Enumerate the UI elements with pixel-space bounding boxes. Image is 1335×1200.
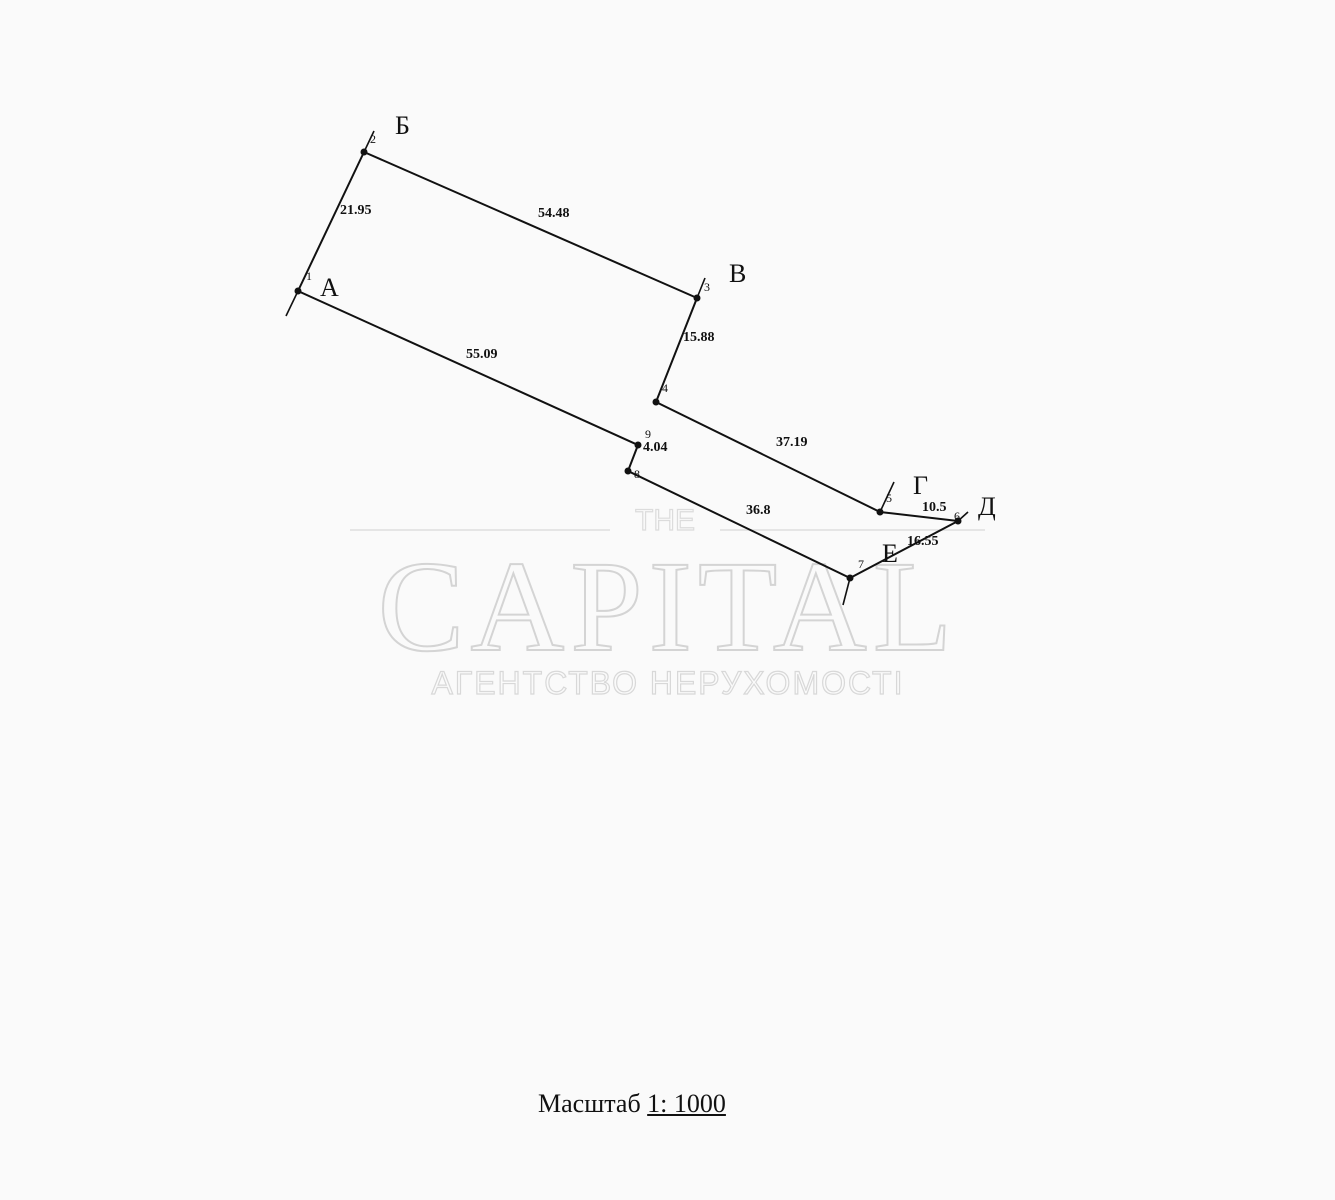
corner-label-g: Г <box>913 471 928 500</box>
vertex-dot-1 <box>294 287 302 295</box>
corner-label-d: Д <box>978 492 996 521</box>
corner-ticks <box>285 130 969 606</box>
corner-letters: А Б В Г Д Е <box>320 111 996 568</box>
tick-b <box>363 130 375 153</box>
tick-a <box>285 290 299 317</box>
scale-caption: Масштаб 1: 1000 <box>538 1089 726 1119</box>
length-7-8: 36.8 <box>746 503 771 518</box>
length-2-3: 54.48 <box>538 206 570 221</box>
length-6-7: 16.55 <box>907 534 939 549</box>
corner-label-e: Е <box>882 539 898 568</box>
scale-value: 1: 1000 <box>647 1089 726 1118</box>
watermark-top: THE <box>635 504 695 537</box>
tick-v <box>696 277 706 299</box>
length-4-5: 37.19 <box>776 435 808 450</box>
scale-label: Масштаб <box>538 1089 641 1118</box>
tick-g <box>879 481 895 513</box>
vertex-number-7: 7 <box>858 557 864 571</box>
vertex-number-4: 4 <box>662 381 668 395</box>
vertex-dot-7 <box>846 574 854 582</box>
watermark-sub: АГЕНТСТВО НЕРУХОМОСТІ <box>432 665 905 701</box>
corner-label-v: В <box>729 259 746 288</box>
vertex-dot-8 <box>624 467 632 475</box>
watermark: THE CAPITAL АГЕНТСТВО НЕРУХОМОСТІ <box>350 503 985 702</box>
segment-lengths: 21.95 54.48 15.88 37.19 10.5 16.55 36.8 … <box>340 203 947 549</box>
corner-label-b: Б <box>395 111 410 140</box>
vertex-number-6: 6 <box>954 509 960 523</box>
tick-e <box>842 577 851 606</box>
vertex-dot-2 <box>360 148 368 156</box>
length-9-1: 55.09 <box>466 347 498 362</box>
vertex-number-9: 9 <box>645 427 651 441</box>
length-1-2: 21.95 <box>340 203 372 218</box>
vertex-dots <box>294 148 962 582</box>
vertex-numbers: 1 2 3 4 5 6 7 8 9 <box>306 132 960 571</box>
length-5-6: 10.5 <box>922 500 947 515</box>
vertex-number-1: 1 <box>306 269 312 283</box>
vertex-dot-5 <box>876 508 884 516</box>
vertex-dot-6 <box>954 517 962 525</box>
vertex-dot-3 <box>693 294 701 302</box>
length-8-9: 4.04 <box>643 440 668 455</box>
vertex-number-8: 8 <box>634 467 640 481</box>
vertex-number-5: 5 <box>886 491 892 505</box>
corner-label-a: А <box>320 273 339 302</box>
watermark-main: CAPITAL <box>378 535 958 679</box>
vertex-dot-9 <box>634 441 642 449</box>
vertex-number-2: 2 <box>370 132 376 146</box>
length-3-4: 15.88 <box>683 330 715 345</box>
vertex-dot-4 <box>652 398 660 406</box>
plot-boundary <box>296 150 962 580</box>
vertex-number-3: 3 <box>704 280 710 294</box>
